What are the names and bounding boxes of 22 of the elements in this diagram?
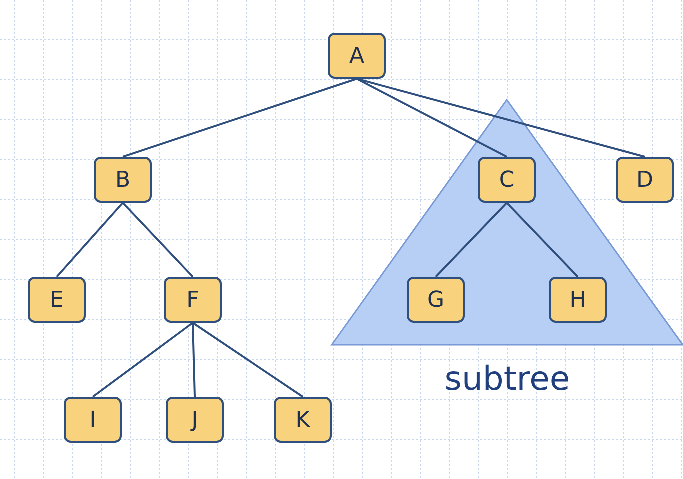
connector-line — [435, 202, 508, 278]
subtree-label: subtree — [444, 359, 572, 398]
tree-node: D — [616, 157, 674, 203]
tree-node: E — [28, 277, 86, 323]
connector-line — [506, 202, 579, 278]
tree-node: H — [549, 277, 607, 323]
connector-line — [122, 202, 194, 278]
tree-node: F — [164, 277, 222, 323]
connector-line — [122, 78, 358, 158]
connector-line — [356, 78, 508, 158]
connector-line — [56, 202, 124, 278]
tree-node: K — [274, 397, 332, 443]
connector-line — [92, 322, 194, 398]
connector-line — [192, 322, 196, 398]
tree-node: B — [94, 157, 152, 203]
tree-node: C — [478, 157, 536, 203]
connector-line — [356, 78, 646, 158]
connector-line — [192, 322, 304, 398]
tree-node: A — [328, 33, 386, 79]
tree-node: J — [166, 397, 224, 443]
tree-node: I — [64, 397, 122, 443]
tree-node: G — [407, 277, 465, 323]
